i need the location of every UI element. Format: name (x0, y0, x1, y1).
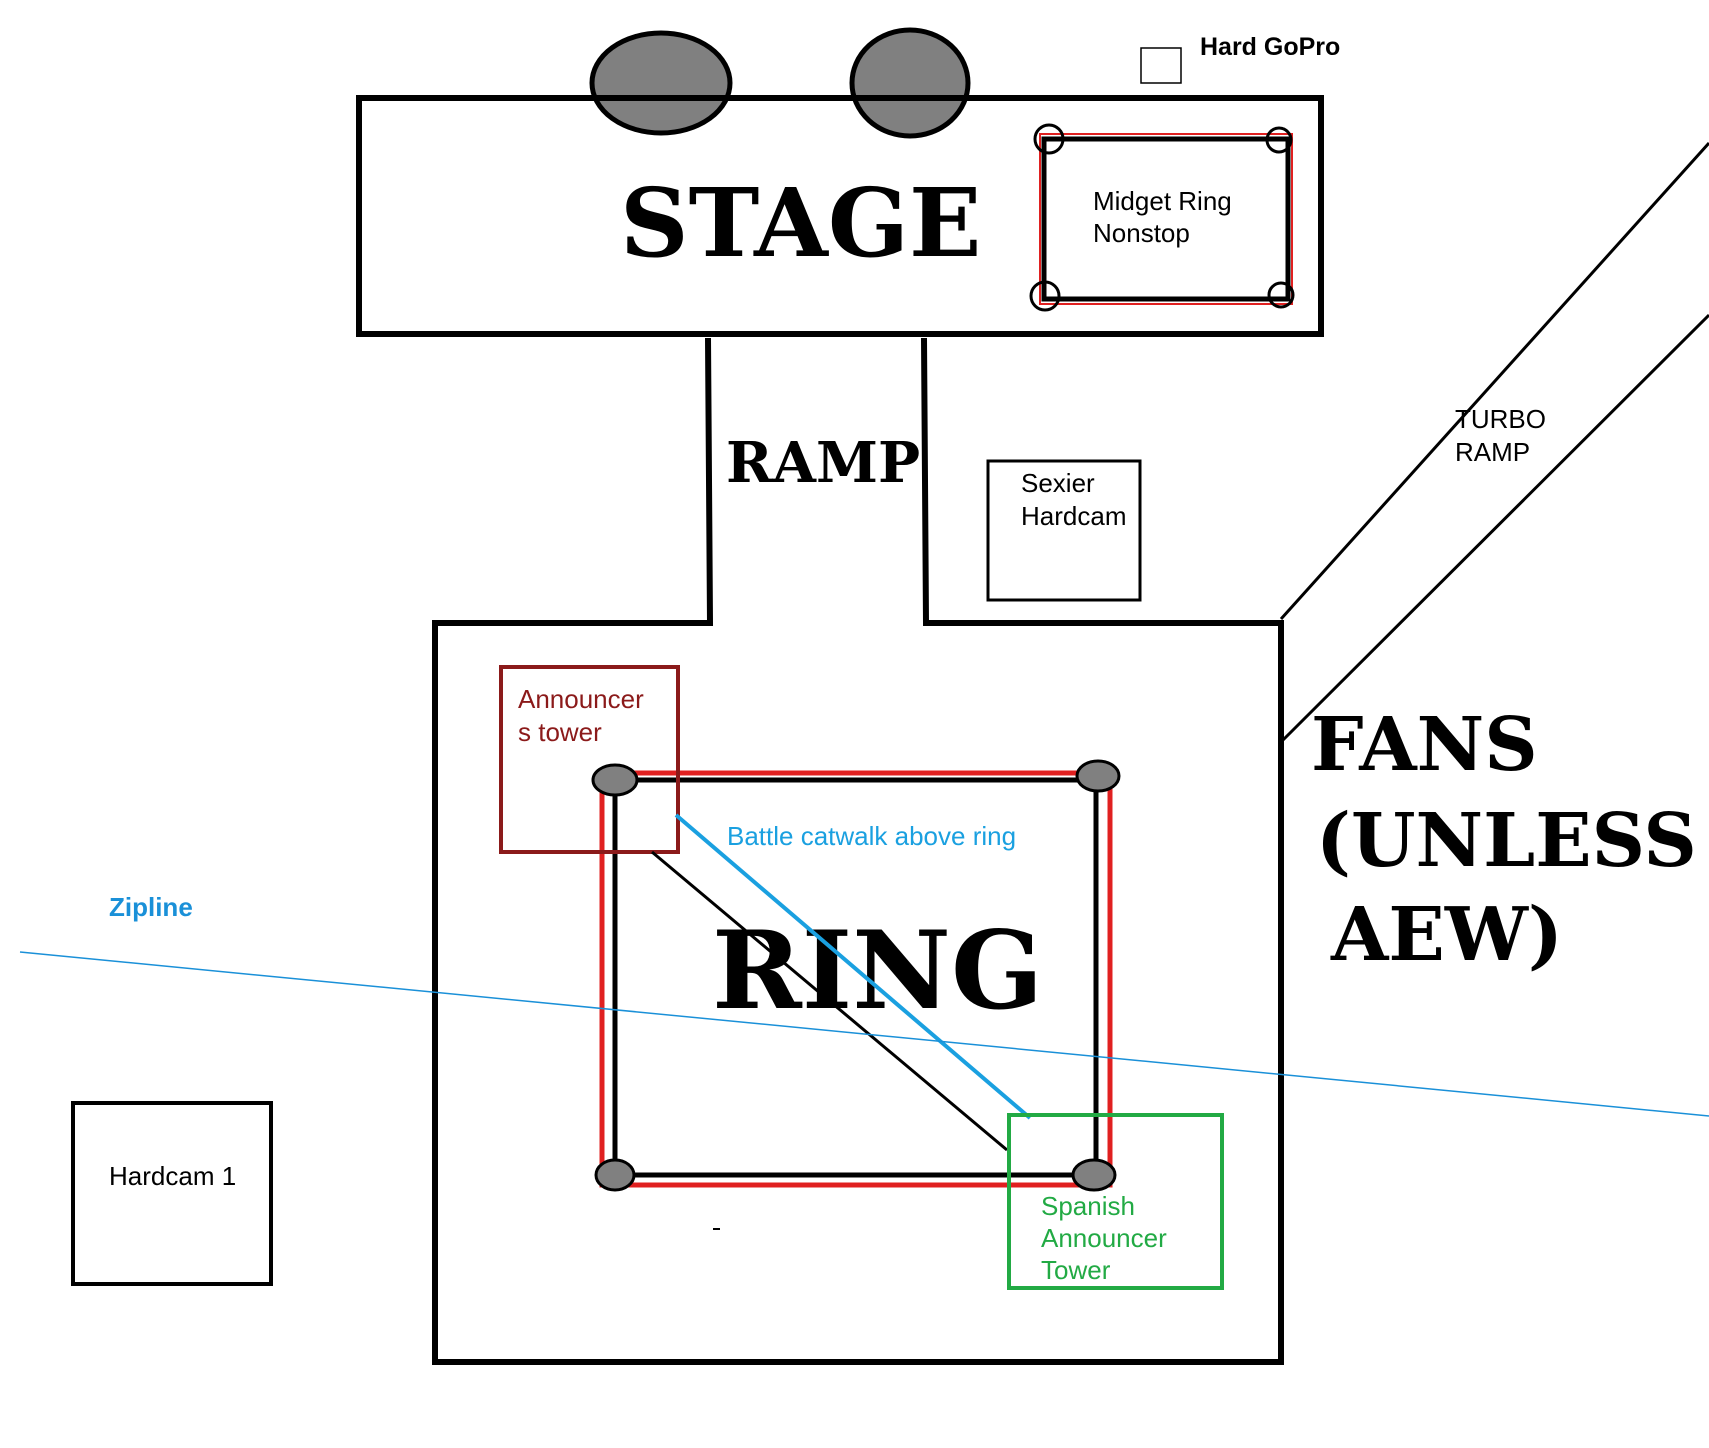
midget-ring-post-br (1267, 281, 1295, 309)
hard-gopro-label: Hard GoPro (1200, 33, 1340, 61)
spanish-tower-label-2: Announcer (1041, 1223, 1167, 1253)
battle-catwalk-label: Battle catwalk above ring (727, 821, 1016, 851)
battle-catwalk-line (674, 813, 1032, 1120)
spanish-announcer-tower-box (1007, 1113, 1224, 1290)
turbo-ramp-label-2: RAMP (1455, 437, 1530, 467)
turbo-ramp-edge-upper (1279, 141, 1709, 621)
catwalk-black-line (651, 850, 1008, 1152)
turbo-ramp-edge-lower (1279, 313, 1709, 744)
announcers-tower-label-1: Announcer (518, 684, 644, 714)
zipline-line (19, 951, 1709, 1117)
midget-ring-rope (1039, 133, 1293, 305)
ring-turnbuckle-br (1071, 1158, 1117, 1192)
hardcam-1-label: Hardcam 1 (109, 1161, 236, 1191)
midget-ring-label-2: Nonstop (1093, 218, 1190, 248)
midget-ring (1029, 123, 1295, 312)
ring-rope-red (599, 770, 1113, 1188)
announcers-tower-box (499, 665, 680, 854)
midget-ring-post-tl (1033, 123, 1065, 155)
stage-label: STAGE (620, 168, 981, 279)
hard-gopro-box (1140, 47, 1182, 84)
turbo-ramp-label-1: TURBO (1455, 404, 1546, 434)
ring-turnbuckle-tl (591, 763, 639, 797)
announcers-tower-label-2: s tower (518, 717, 602, 747)
spanish-tower-label-3: Tower (1041, 1255, 1111, 1285)
fans-label-2: (UNLESS (1316, 798, 1697, 884)
speaker-left (589, 30, 733, 136)
ring-turnbuckle-tr (1075, 759, 1121, 793)
ramp-label: RAMP (726, 430, 920, 496)
ring-turnbuckle-bl (594, 1158, 636, 1192)
sexier-hardcam-label-1: Sexier (1021, 468, 1095, 498)
ring-label: RING (712, 908, 1043, 1034)
ramp-and-arena-outline (432, 337, 1284, 1365)
midget-ring-frame (1041, 136, 1291, 302)
fans-label-1: FANS (1311, 702, 1538, 788)
midget-ring-label-1: Midget Ring (1093, 186, 1232, 216)
midget-ring-post-tr (1265, 126, 1293, 154)
hardcam-1-box (71, 1101, 273, 1286)
stage-box (356, 95, 1324, 337)
sexier-hardcam-label-2: Hardcam (1021, 501, 1126, 531)
ring-rope-black (612, 777, 1099, 1178)
spanish-tower-label-1: Spanish (1041, 1191, 1135, 1221)
midget-ring-post-bl (1029, 280, 1061, 312)
speaker-right (849, 27, 971, 139)
fans-label-3: AEW) (1330, 892, 1563, 978)
sexier-hardcam-box (986, 459, 1142, 602)
zipline-label: Zipline (109, 892, 193, 922)
